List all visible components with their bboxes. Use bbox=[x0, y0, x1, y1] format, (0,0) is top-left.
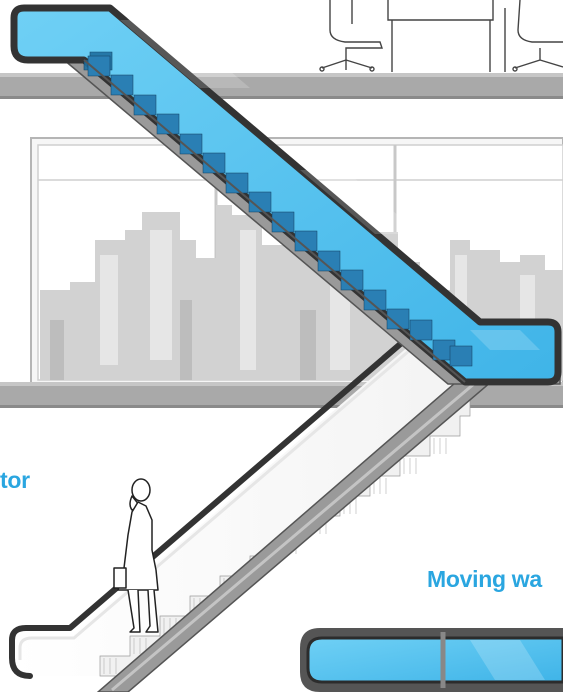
office-chair-icon bbox=[320, 0, 493, 72]
escalator-label: tor bbox=[0, 469, 30, 492]
moving-walkway-label: Moving wa bbox=[427, 568, 542, 591]
moving-walkway bbox=[300, 628, 563, 692]
office-chair-icon bbox=[505, 0, 563, 72]
